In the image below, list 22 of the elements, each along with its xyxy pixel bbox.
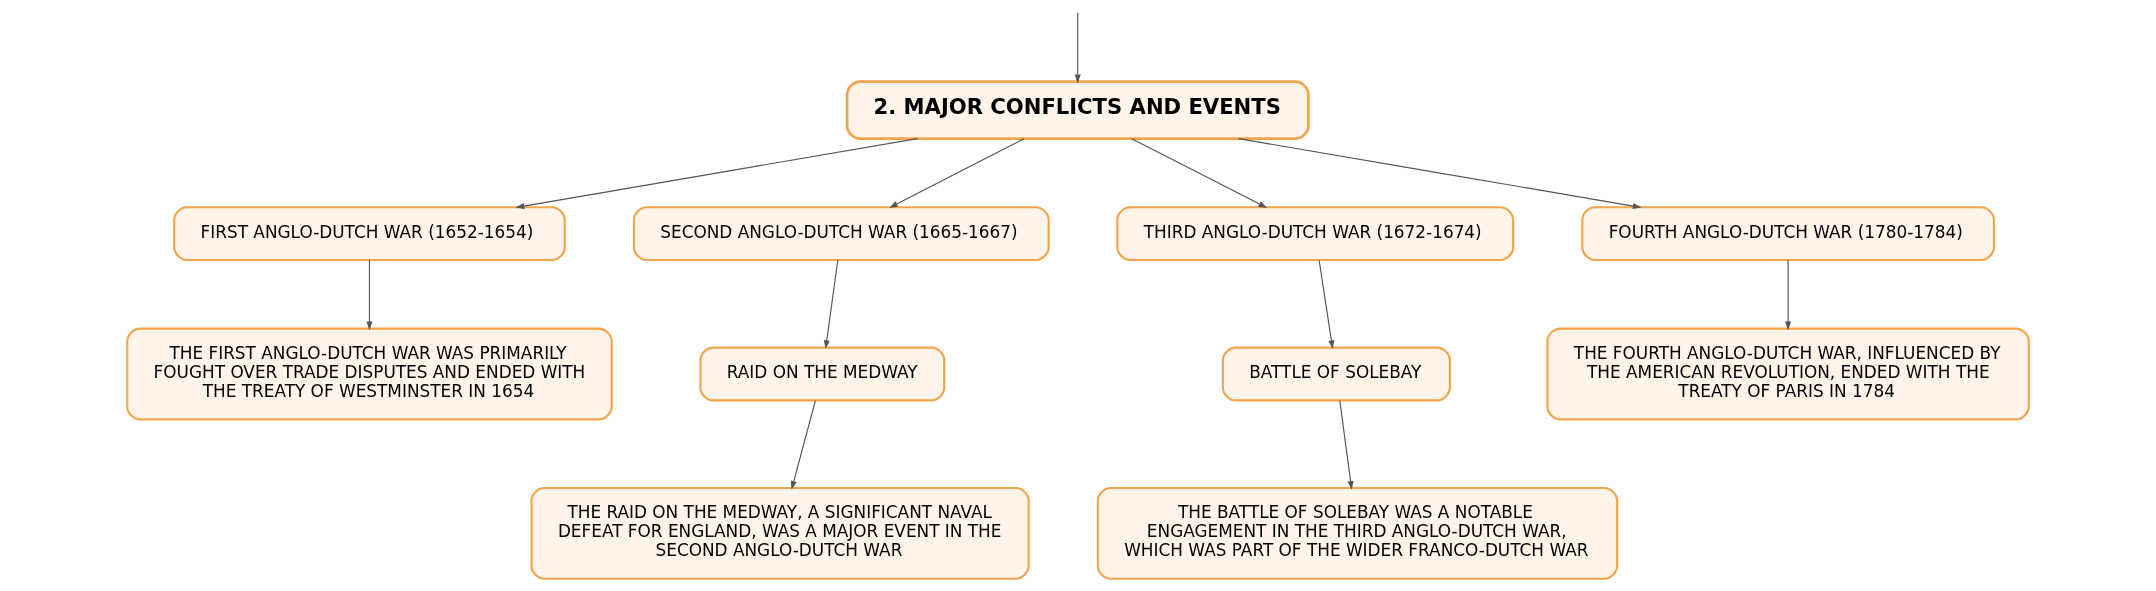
- node-box: THIRD ANGLO-DUTCH WAR (1672-1674): [1116, 206, 1515, 262]
- node-box: THE FIRST ANGLO-DUTCH WAR WAS PRIMARILY FOUGHT OVER TRADE DISPUTES AND ENDED WITH THE TREATY OF WESTMINSTER IN 1654: [126, 327, 613, 421]
- arrow: [889, 138, 1025, 208]
- arrow: [1785, 259, 1792, 331]
- node-box: FOURTH ANGLO-DUTCH WAR (1780-1784): [1581, 206, 1995, 262]
- node-box: 2. MAJOR CONFLICTS AND EVENTS: [845, 80, 1310, 140]
- node-box: THE RAID ON THE MEDWAY, A SIGNIFICANT NAVAL DEFEAT FOR ENGLAND, WAS A MAJOR EVENT IN THE SECOND ANGLO-DUTCH WAR: [530, 486, 1030, 580]
- arrow: [1237, 138, 1642, 210]
- arrow: [1074, 12, 1081, 84]
- arrow: [1131, 138, 1268, 208]
- arrow: [515, 138, 919, 209]
- arrow: [790, 400, 816, 490]
- node-box: RAID ON THE MEDWAY: [699, 346, 946, 402]
- arrow: [1318, 259, 1335, 349]
- arrow: [1339, 400, 1354, 490]
- node-box: SECOND ANGLO-DUTCH WAR (1665-1667): [632, 206, 1050, 262]
- arrow: [366, 259, 373, 331]
- arrow: [823, 259, 839, 349]
- node-box: THE BATTLE OF SOLEBAY WAS A NOTABLE ENGAGEMENT IN THE THIRD ANGLO-DUTCH WAR, WHICH WAS PART OF THE WIDER FRANCO-DUTCH WAR: [1096, 486, 1619, 580]
- node-box: FIRST ANGLO-DUTCH WAR (1652-1654): [173, 206, 566, 262]
- node-box: THE FOURTH ANGLO-DUTCH WAR, INFLUENCED BY THE AMERICAN REVOLUTION, ENDED WITH THE TREATY OF PARIS IN 1784: [1546, 327, 2030, 421]
- node-box: BATTLE OF SOLEBAY: [1221, 346, 1451, 402]
